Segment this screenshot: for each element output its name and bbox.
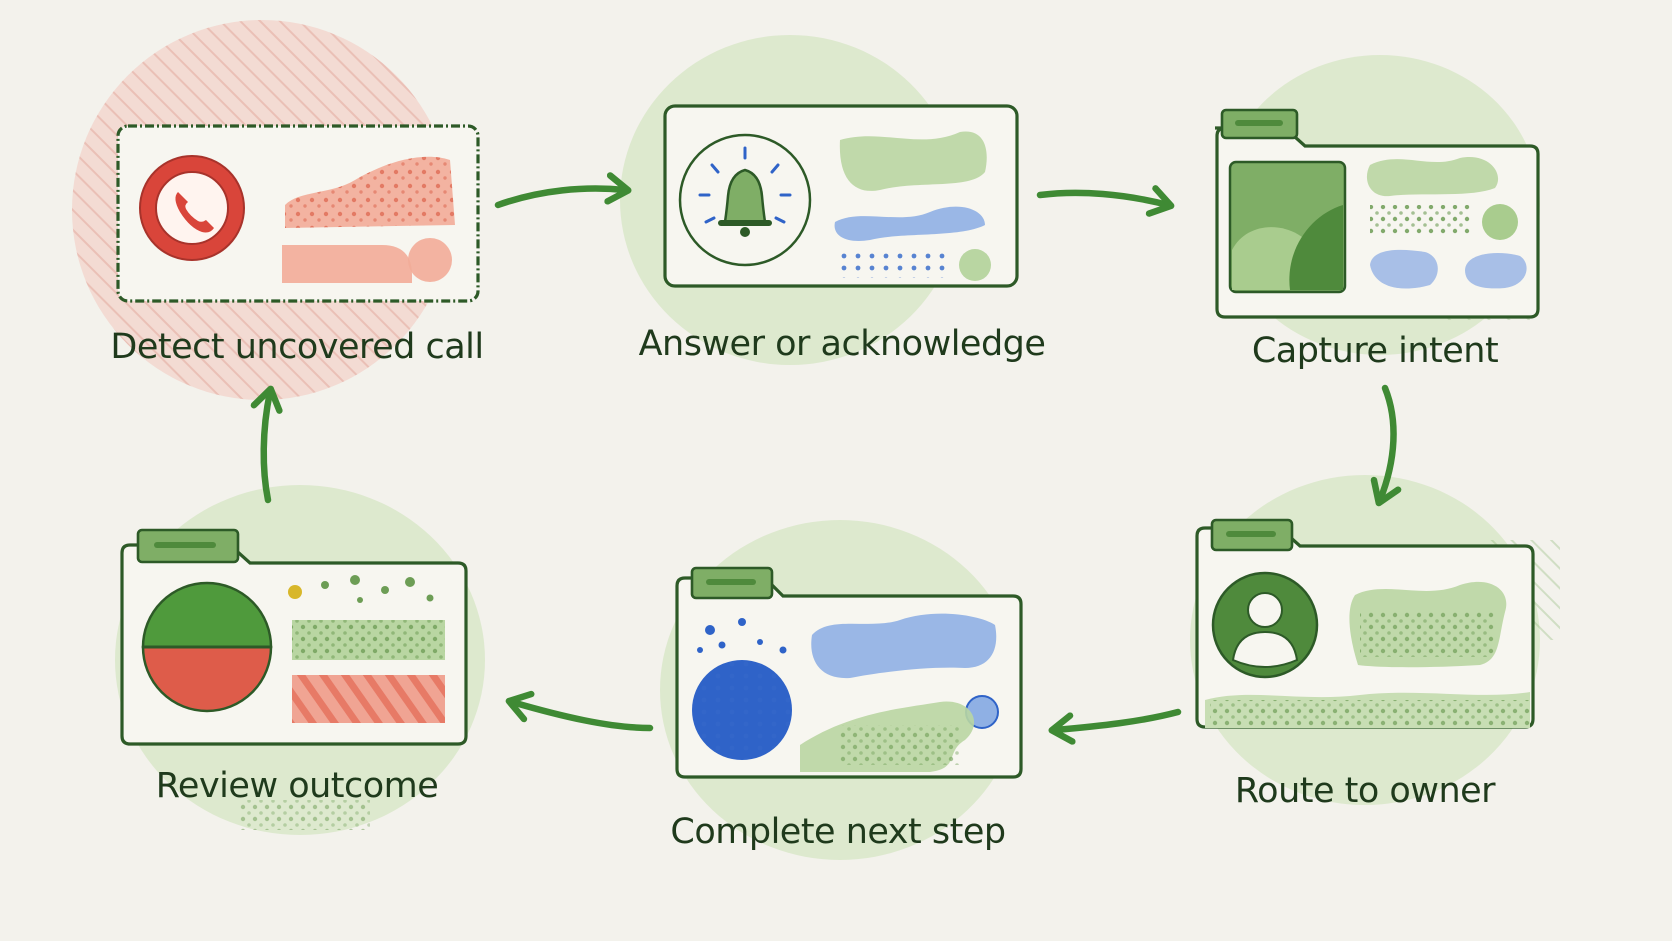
- step-label-review: Review outcome: [156, 766, 439, 806]
- card-content-bar: [292, 675, 445, 723]
- bell-icon: [678, 133, 812, 267]
- arrow-route-to-complete: [1048, 708, 1182, 745]
- step-label-capture: Capture intent: [1252, 331, 1498, 371]
- step-card-capture: [1215, 108, 1540, 319]
- step-card-route: [1195, 518, 1535, 729]
- card-content-wave: [811, 613, 997, 679]
- step-card-answer: [663, 104, 1019, 288]
- globe-icon: [692, 618, 792, 760]
- step-label-answer: Answer or acknowledge: [639, 324, 1046, 364]
- arrow-complete-to-review: [505, 690, 654, 732]
- card-content-blob: [1366, 157, 1499, 197]
- arrow-answer-to-capture: [1036, 185, 1175, 217]
- step-labels: Detect uncovered call Answer or acknowle…: [110, 324, 1498, 852]
- card-content-wave: [834, 206, 985, 241]
- folder-icon: [1228, 160, 1347, 294]
- card-content-circle: [959, 249, 991, 281]
- arrow-review-to-detect: [250, 385, 283, 504]
- step-card-review: [120, 528, 468, 746]
- user-icon: [1211, 571, 1319, 679]
- phone-icon: [139, 155, 245, 261]
- step-label-route: Route to owner: [1235, 771, 1496, 811]
- card-content-blob: [839, 131, 987, 191]
- step-label-complete: Complete next step: [670, 812, 1005, 852]
- arrow-detect-to-answer: [494, 172, 632, 209]
- arrow-capture-to-route: [1370, 384, 1402, 507]
- step-label-detect: Detect uncovered call: [110, 327, 483, 367]
- pie-chart-icon: [141, 581, 273, 713]
- flow-arrows: [250, 172, 1402, 745]
- card-content-circle: [408, 238, 452, 282]
- card-content-shape: [282, 245, 412, 283]
- step-card-complete: [675, 566, 1023, 779]
- step-card-detect: [116, 124, 480, 303]
- card-content-circle: [1482, 204, 1518, 240]
